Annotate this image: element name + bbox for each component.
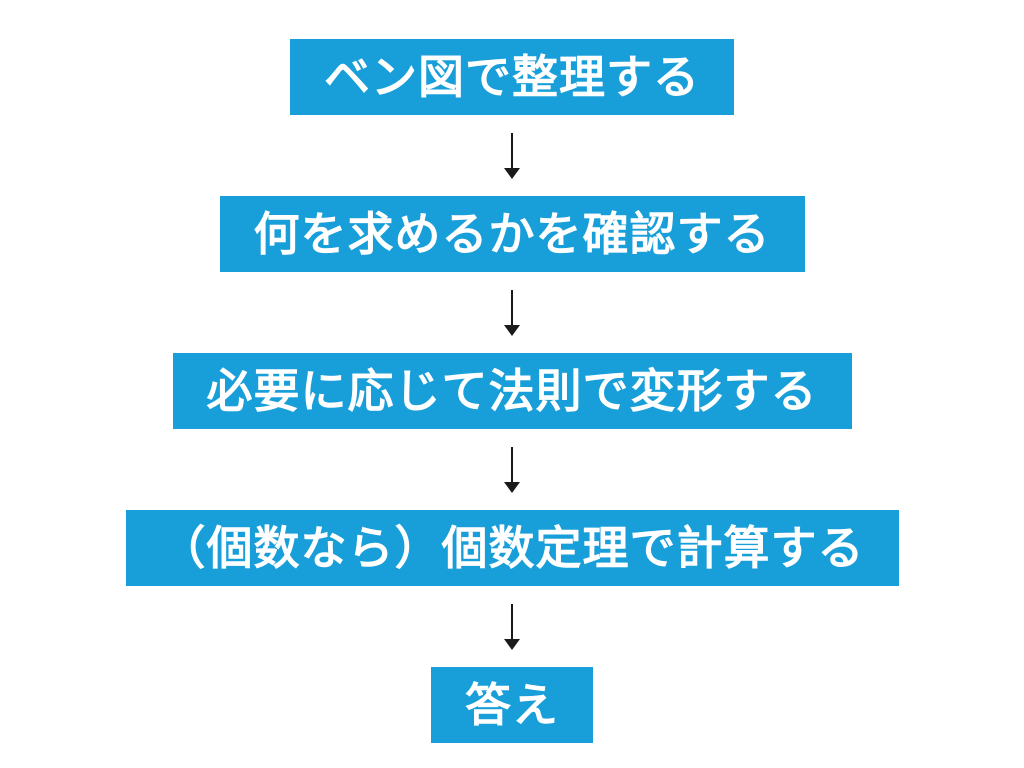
flow-step-label: 何を求めるかを確認する [253,208,771,260]
down-arrow-stem [511,132,513,169]
flow-step-box: ベン図で整理する [290,39,734,115]
down-arrow-icon [504,115,520,196]
flow-step-box: （個数なら）個数定理で計算する [125,510,899,586]
down-arrow-stem [511,446,513,483]
down-arrow-stem [511,289,513,326]
flow-step-label: ベン図で整理する [324,51,700,103]
flow-step-label: 答え [465,679,559,731]
down-arrow-head [504,481,520,493]
down-arrow-icon [504,586,520,667]
flow-step-box: 必要に応じて法則で変形する [172,353,852,429]
down-arrow-icon [504,429,520,510]
down-arrow-icon [504,272,520,353]
flow-step-label: （個数なら）個数定理で計算する [159,522,865,574]
flow-step-label: 必要に応じて法則で変形する [206,365,818,417]
flow-step-box: 答え [431,667,593,743]
down-arrow-head [504,324,520,336]
down-arrow-stem [511,603,513,640]
flow-step-box: 何を求めるかを確認する [219,196,805,272]
down-arrow-head [504,167,520,179]
down-arrow-head [504,638,520,650]
